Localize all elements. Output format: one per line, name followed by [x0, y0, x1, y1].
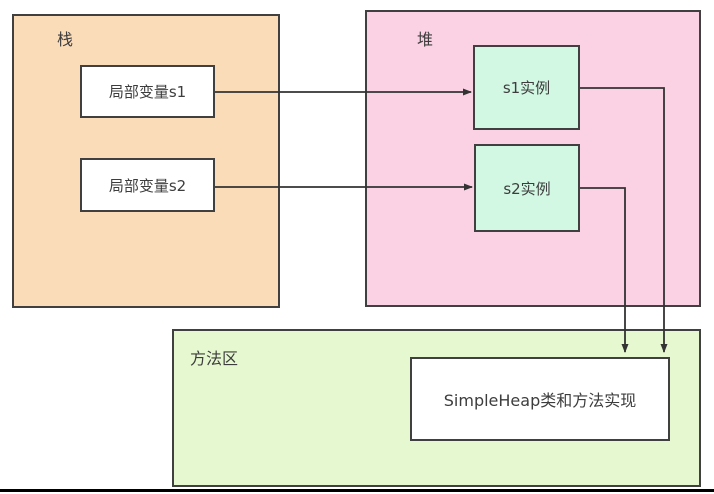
s1-instance-label: s1实例: [502, 79, 551, 97]
heap-region-label: 堆: [417, 30, 434, 49]
s2-instance-node: s2实例: [474, 144, 580, 232]
simpleheap-class-node: SimpleHeap类和方法实现: [410, 357, 670, 441]
s1-instance-node: s1实例: [473, 45, 580, 130]
local-var-s2-label: 局部变量s2: [108, 176, 187, 195]
s2-instance-label: s2实例: [503, 179, 551, 198]
local-var-s1-label: 局部变量s1: [108, 83, 187, 101]
method-area-label: 方法区: [190, 349, 239, 368]
simpleheap-class-label: SimpleHeap类和方法实现: [443, 391, 637, 410]
local-var-s1-node: 局部变量s1: [80, 65, 215, 118]
stack-region-label: 栈: [57, 30, 74, 49]
page-bottom-border: [0, 489, 714, 492]
local-var-s2-node: 局部变量s2: [80, 158, 215, 212]
